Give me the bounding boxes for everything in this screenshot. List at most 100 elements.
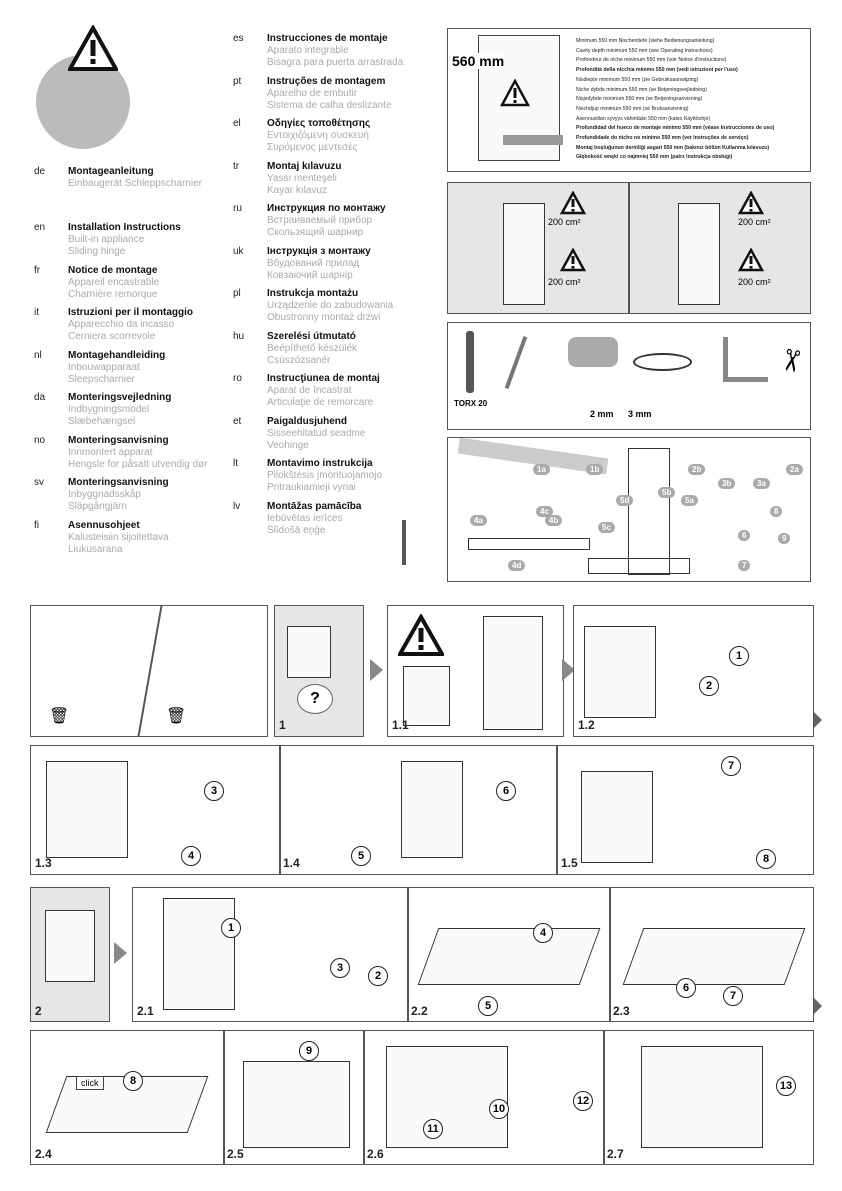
language-subtitle: Yassı menteşeli xyxy=(267,172,337,184)
drill-icon xyxy=(568,337,618,367)
callout-1: 1 xyxy=(221,918,241,938)
language-code: lv xyxy=(233,500,241,512)
callout-8: 8 xyxy=(756,849,776,869)
step-label: 2.7 xyxy=(607,1147,624,1161)
part-label-1b: 1b xyxy=(586,464,604,475)
step-2-panel: 2 xyxy=(30,887,110,1022)
square-ruler-icon xyxy=(723,337,768,382)
niche-note: Nisjedybde minimum 550 mm (se Betjenings… xyxy=(576,96,703,103)
scissors-icon: ✂ xyxy=(772,345,810,376)
next-arrow xyxy=(114,942,127,964)
language-code: nl xyxy=(34,349,42,361)
language-title: Montāžas pamācība xyxy=(267,500,362,512)
language-subtitle: Släpgångjärn xyxy=(68,501,127,512)
callout-6: 6 xyxy=(496,781,516,801)
language-subtitle: Скользящий шарнир xyxy=(267,227,364,238)
language-title: Montagehandleiding xyxy=(68,349,166,361)
niche-note: Asennustilan syvyys vähintään 550 mm (ka… xyxy=(576,115,711,122)
document-code xyxy=(402,520,406,565)
niche-note: Cavity depth minimum 550 mm (see Operati… xyxy=(576,47,713,54)
language-code: fr xyxy=(34,264,41,276)
vent-area-top-right: 200 cm² xyxy=(738,217,771,227)
torx-label: TORX 20 xyxy=(454,399,488,408)
language-title: Montavimo instrukcija xyxy=(267,458,373,469)
language-code: tr xyxy=(233,160,240,172)
niche-note: Niche dybde minimum 550 mm (se Betjening… xyxy=(576,86,707,93)
callout-13: 13 xyxy=(776,1076,796,1096)
part-label-4c: 4c xyxy=(536,506,553,517)
language-code: pl xyxy=(233,288,241,299)
part-label-6: 6 xyxy=(738,530,751,541)
warning-icon xyxy=(500,79,530,107)
language-subtitle: Appareil encastrable xyxy=(68,276,160,288)
callout-10: 10 xyxy=(489,1099,509,1119)
language-code: it xyxy=(34,307,39,318)
niche-depth-label: 560 mm xyxy=(452,53,505,69)
language-subtitle: Slæbehængsel xyxy=(68,416,136,427)
part-label-4d: 4d xyxy=(508,560,526,571)
language-subtitle: Innmontert apparat xyxy=(68,446,153,458)
disposal-panel: 🗑 🗑 xyxy=(30,605,268,737)
next-arrow xyxy=(814,712,822,728)
language-title: Monteringsanvisning xyxy=(68,477,169,488)
language-title: Οδηγίες τοποθέτησης xyxy=(267,118,371,129)
language-subtitle: Bisagra para puerta arrastrada xyxy=(267,57,404,68)
language-subtitle: Ковзаючий шарнір xyxy=(267,269,353,281)
step-label: 1.2 xyxy=(578,718,595,732)
next-arrow xyxy=(370,659,383,681)
language-code: uk xyxy=(233,245,244,257)
language-subtitle: Csúszózsanér xyxy=(267,354,331,366)
step-label: 2.3 xyxy=(613,1004,630,1018)
trash-icon: 🗑 xyxy=(49,708,70,725)
step-1-2-panel: 1 2 1.2 xyxy=(573,605,814,737)
callout-7: 7 xyxy=(721,756,741,776)
language-subtitle: Inbyggnadsskåp xyxy=(68,489,141,500)
step-1-1-panel: 1.1 xyxy=(387,605,564,737)
callout-1: 1 xyxy=(729,646,749,666)
language-subtitle: Aparato integrable xyxy=(267,45,349,56)
step-label: 1.1 xyxy=(392,718,409,732)
language-code: lt xyxy=(233,458,238,469)
warning-icon xyxy=(68,25,118,71)
language-title: Monteringsvejledning xyxy=(68,392,172,403)
warning-icon xyxy=(398,614,444,656)
language-code: sv xyxy=(34,477,44,488)
language-subtitle: Aparelho de embutir xyxy=(267,87,358,99)
language-subtitle: Sleepscharnier xyxy=(68,373,135,385)
language-title: Asennusohjeet xyxy=(68,519,140,531)
language-code: ro xyxy=(233,373,242,384)
language-title: Instrucţiunea de montaj xyxy=(267,373,380,384)
part-label-9: 9 xyxy=(778,533,791,544)
vent-area-bottom-left: 200 cm² xyxy=(548,277,581,287)
niche-note: Nischdjup minimum 550 mm (se Bruksanvisn… xyxy=(576,105,689,112)
language-subtitle: Вбудований прилад xyxy=(267,257,360,269)
language-code: es xyxy=(233,33,244,44)
niche-depth-panel: 560 mm Minimum 550 mm Nischentiefe (sieh… xyxy=(447,28,811,172)
callout-9: 9 xyxy=(299,1041,319,1061)
language-subtitle: Obustronny montaż drzwi xyxy=(267,312,381,323)
warning-icon xyxy=(560,248,586,272)
warning-icon xyxy=(560,191,586,215)
part-label-8: 8 xyxy=(770,506,783,517)
language-subtitle: Cerniera scorrevole xyxy=(68,331,156,342)
callout-8: 8 xyxy=(123,1071,143,1091)
ventilation-panel: 200 cm² 200 cm² 200 cm² 200 cm² xyxy=(447,182,811,314)
language-subtitle: Articulaţie de remorcare xyxy=(267,397,374,408)
callout-2: 2 xyxy=(699,676,719,696)
language-title: Szerelési útmutató xyxy=(267,330,356,342)
niche-note: Profundidad del hueco de montaje mínimo … xyxy=(576,125,775,132)
niche-note: Nisdiepte minimum 550 mm (zie Gebruiksaa… xyxy=(576,76,699,83)
language-subtitle: Hengsle for påsatt utvendig dør xyxy=(68,458,208,470)
language-subtitle: Beépíthető készülék xyxy=(267,342,358,354)
language-code: de xyxy=(34,166,46,177)
language-title: Інструкція з монтажу xyxy=(267,245,371,257)
step-label: 2.6 xyxy=(367,1147,384,1161)
language-subtitle: Aparat de încastrat xyxy=(267,385,352,396)
callout-3: 3 xyxy=(204,781,224,801)
language-code: pt xyxy=(233,75,242,87)
step-label: 2.5 xyxy=(227,1147,244,1161)
cable-icon xyxy=(633,353,692,371)
language-subtitle: Sistema de calha deslizante xyxy=(267,99,392,111)
